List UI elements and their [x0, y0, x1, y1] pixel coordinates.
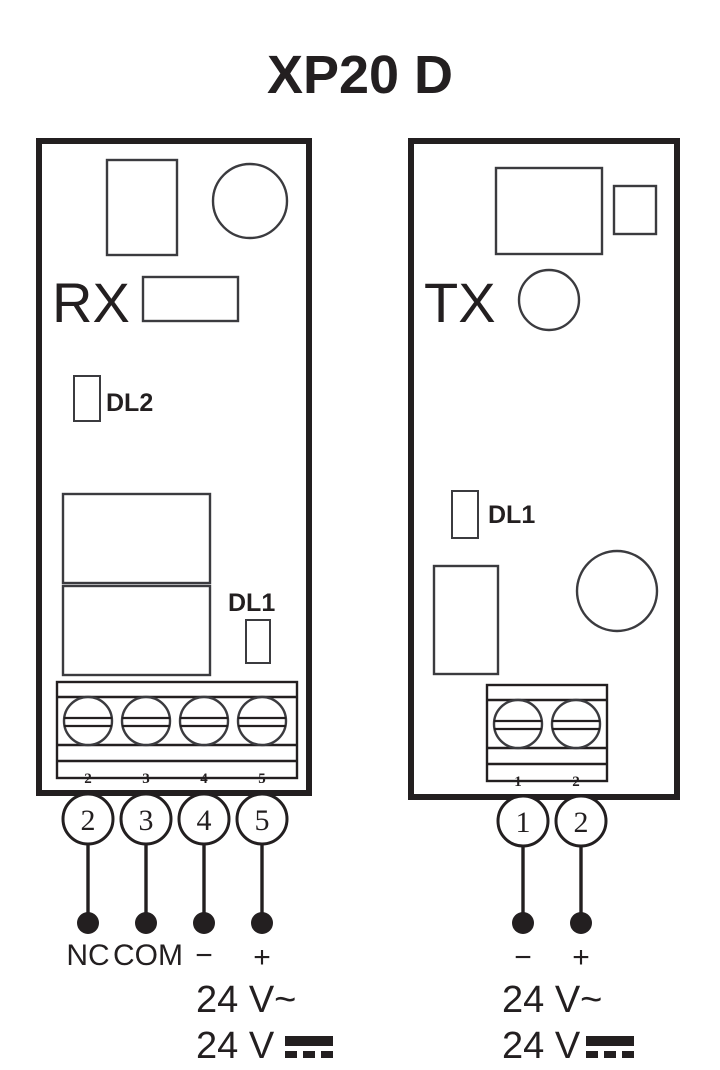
rx-terminal-label-4: +: [253, 941, 271, 974]
tx-supply-ac: 24 V~: [502, 979, 602, 1021]
rx-terminal-block: 2 3 4 5: [55, 680, 299, 787]
rx-screw-1: [62, 695, 114, 747]
rx-terminal-label-3: −: [195, 939, 213, 972]
rx-terminal-dot-3: [193, 912, 215, 934]
rx-led-dl2-label: DL2: [106, 389, 153, 417]
rx-terminal-number-inner-3: 4: [200, 771, 208, 787]
tx-terminal-circle-number-1: 1: [516, 806, 531, 839]
rx-terminal-callout-1: 2 NC: [61, 792, 115, 972]
tx-terminal-number-inner-2: 2: [572, 774, 580, 790]
rx-terminal-callout-2: 3 COM: [113, 792, 183, 972]
rx-terminal-label-2: COM: [113, 939, 183, 972]
tx-terminal-callout-1: 1 −: [496, 794, 550, 974]
tx-component-rect-tall: [432, 564, 500, 676]
rx-dc-symbol-icon: [285, 1036, 333, 1058]
tx-screw-2: [550, 698, 602, 750]
tx-terminal-circle-number-2: 2: [574, 806, 589, 839]
rx-supply-dc: 24 V: [196, 1025, 275, 1067]
rx-led-dl2-body: [73, 375, 101, 422]
rx-screw-4: [236, 695, 288, 747]
rx-terminal-number-inner-1: 2: [84, 771, 92, 787]
tx-module-label: TX: [424, 271, 496, 334]
rx-terminal-label-1: NC: [66, 939, 109, 972]
rx-component-rect-mid: [141, 275, 240, 323]
rx-screw-3: [178, 695, 230, 747]
rx-led-dl1-body: [245, 619, 271, 664]
tx-component-rect-top-large: [494, 166, 604, 256]
tx-terminal-callout-2: 2 +: [554, 794, 608, 974]
rx-terminal-dot-2: [135, 912, 157, 934]
tx-terminal-block: 1 2: [485, 683, 609, 790]
tx-led-dl1-label: DL1: [488, 501, 535, 529]
rx-supply-ac: 24 V~: [196, 979, 296, 1021]
rx-terminal-number-inner-4: 5: [258, 771, 266, 787]
tx-component-rect-top-small: [612, 184, 658, 236]
tx-dc-symbol-icon: [586, 1036, 634, 1058]
rx-module-label: RX: [52, 271, 130, 334]
rx-component-circle-top: [211, 162, 289, 240]
module-rx: RX DL2 DL1: [36, 138, 333, 1067]
rx-terminal-circle-number-1: 2: [81, 804, 96, 837]
rx-terminal-circle-number-3: 4: [197, 804, 212, 837]
rx-terminal-circle-number-4: 5: [255, 804, 270, 837]
rx-component-rect-top: [105, 158, 179, 257]
tx-terminal-dot-2: [570, 912, 592, 934]
rx-terminal-callout-4: 5 +: [235, 792, 289, 974]
page-title: XP20 D: [267, 45, 453, 105]
tx-terminal-number-inner-1: 1: [514, 774, 522, 790]
rx-screw-2: [120, 695, 172, 747]
tx-terminal-label-1: −: [514, 941, 532, 974]
tx-supply-dc: 24 V: [502, 1025, 581, 1067]
rx-terminal-number-inner-2: 3: [142, 771, 150, 787]
rx-terminal-dot-1: [77, 912, 99, 934]
tx-screw-1: [492, 698, 544, 750]
rx-terminal-circle-number-2: 3: [139, 804, 154, 837]
rx-component-rect-large-lower: [61, 584, 212, 677]
rx-terminal-dot-4: [251, 912, 273, 934]
tx-led-dl1-body: [451, 490, 479, 539]
tx-terminal-dot-1: [512, 912, 534, 934]
rx-terminal-callout-3: 4 −: [177, 792, 231, 972]
tx-component-circle-lower: [575, 549, 659, 633]
rx-led-dl1-label: DL1: [228, 589, 275, 617]
tx-component-circle-mid: [517, 268, 581, 332]
module-tx: TX DL1 1 2: [408, 138, 680, 1067]
tx-terminal-label-2: +: [572, 941, 590, 974]
rx-component-rect-large-upper: [61, 492, 212, 585]
